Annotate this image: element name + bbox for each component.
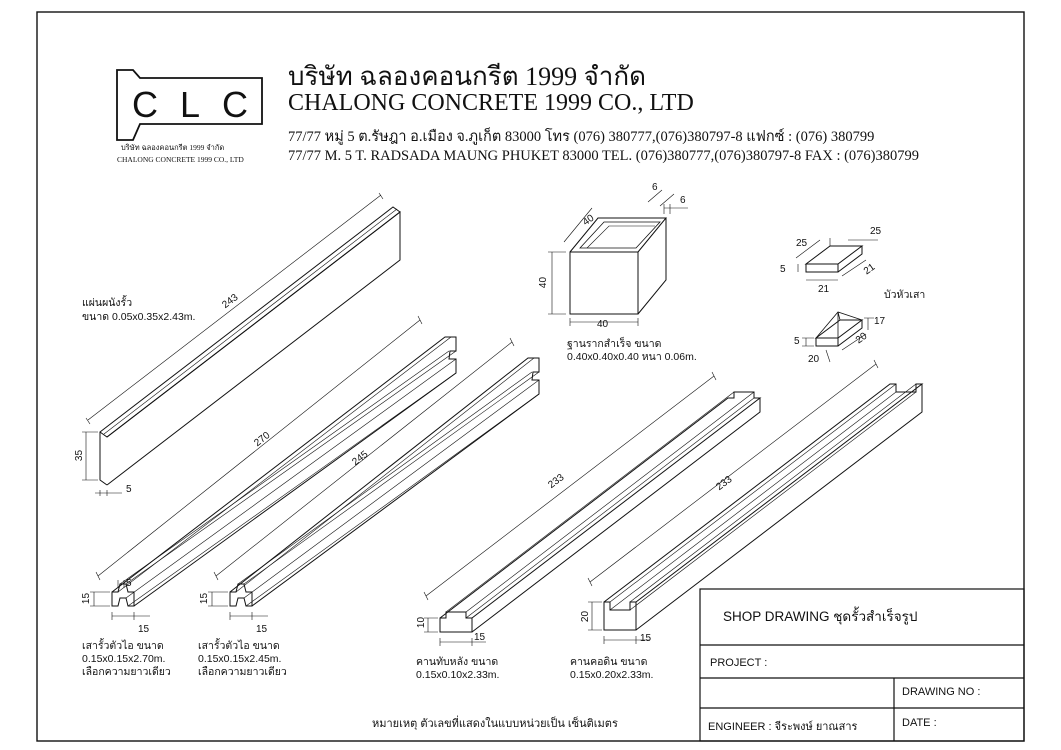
company-name-thai: บริษัท ฉลองคอนกรีต 1999 จำกัด [288, 62, 647, 91]
logo-text: CLC [132, 84, 271, 125]
top-beam-label-name: คานทับหลัง ขนาด [416, 656, 499, 668]
title-block-title: SHOP DRAWING ชุดรั้วสำเร็จรูป [723, 609, 918, 624]
post-cap-flat-drawing [795, 238, 878, 281]
top-beam-drawing [423, 371, 762, 646]
ground-beam-dim-width: 15 [640, 633, 652, 644]
post270-label-name: เสารั้วตัวไอ ขนาด [82, 640, 164, 652]
cap-dim-thickness: 5 [780, 264, 786, 275]
logo-subtitle-english: CHALONG CONCRETE 1999 CO., LTD [117, 155, 244, 164]
footing-label-name: ฐานรากสำเร็จ ขนาด [567, 338, 662, 350]
company-name-english: CHALONG CONCRETE 1999 CO., LTD [288, 90, 694, 116]
post245-dim-width: 15 [256, 624, 268, 635]
footing-drawing [548, 189, 688, 326]
post245-label-size: 0.15x0.15x2.45m. [198, 653, 282, 665]
sheet-border [36, 11, 1025, 742]
post270-label-size: 0.15x0.15x2.70m. [82, 653, 166, 665]
ground-beam-drawing [587, 359, 924, 644]
ground-beam-label-size: 0.15x0.20x2.33m. [570, 669, 654, 681]
title-block-project: PROJECT : [710, 657, 768, 669]
cap-dim-base: 21 [818, 284, 830, 295]
cap2-dim-thickness: 5 [794, 336, 800, 347]
title-block-engineer: ENGINEER : จีระพงษ์ ยาณสาร [708, 721, 858, 733]
ground-beam-label-name: คานคอดิน ขนาด [570, 656, 648, 668]
footing-dim-bottom: 40 [597, 319, 609, 330]
post-cap-pyramid-drawing [802, 311, 874, 363]
top-beam-label-size: 0.15x0.10x2.33m. [416, 669, 500, 681]
ground-beam-dim-height: 20 [580, 610, 592, 623]
panel-dim-thickness: 5 [126, 484, 132, 495]
company-address-thai: 77/77 หมู่ 5 ต.รัษฎา อ.เมือง จ.ภูเก็ต 83… [288, 129, 875, 145]
footing-label-size: 0.40x0.40x0.40 หนา 0.06m. [567, 351, 697, 363]
footing-dim-wall: 6 [652, 182, 658, 193]
post270-dim-height: 15 [81, 592, 93, 605]
post270-label-note: เลือกความยาวเดียว [82, 666, 171, 678]
footing-dim-side: 40 [538, 276, 550, 289]
panel-label-name: แผ่นผนังรั้ว [82, 297, 133, 309]
panel-label-size: ขนาด 0.05x0.35x2.43m. [82, 311, 196, 323]
footing-dim-wall-2: 6 [680, 195, 686, 206]
title-block-drawing-no: DRAWING NO : [902, 686, 981, 698]
cap-dim-width: 25 [870, 226, 882, 237]
top-beam-dim-width: 15 [474, 632, 486, 643]
top-beam-dim-height: 10 [416, 616, 428, 629]
post245-dim-height: 15 [199, 592, 211, 605]
post-270-drawing [90, 315, 457, 620]
wall-panel-drawing [82, 192, 401, 496]
title-block-frame [699, 588, 1025, 742]
post245-label-name: เสารั้วตัวไอ ขนาด [198, 640, 280, 652]
post245-label-note: เลือกความยาวเดียว [198, 666, 287, 678]
cap2-dim-base: 20 [808, 354, 820, 365]
cap-dim-depth: 25 [796, 238, 808, 249]
logo-frame [116, 69, 263, 141]
post270-dim-flange: 5 [126, 578, 132, 589]
logo-subtitle-thai: บริษัท ฉลองคอนกรีต 1999 จำกัด [121, 143, 225, 152]
panel-dim-height: 35 [74, 449, 86, 462]
post-245-drawing [208, 337, 540, 620]
cap-label: บัวหัวเสา [884, 289, 926, 301]
company-address-english: 77/77 M. 5 T. RADSADA MAUNG PHUKET 83000… [288, 148, 920, 164]
title-block-date: DATE : [902, 717, 937, 729]
cap2-dim-height: 17 [874, 316, 886, 327]
post270-dim-width: 15 [138, 624, 150, 635]
units-note: หมายเหตุ ตัวเลขที่แสดงในแบบหน่วยเป็น เซ็… [372, 718, 618, 730]
